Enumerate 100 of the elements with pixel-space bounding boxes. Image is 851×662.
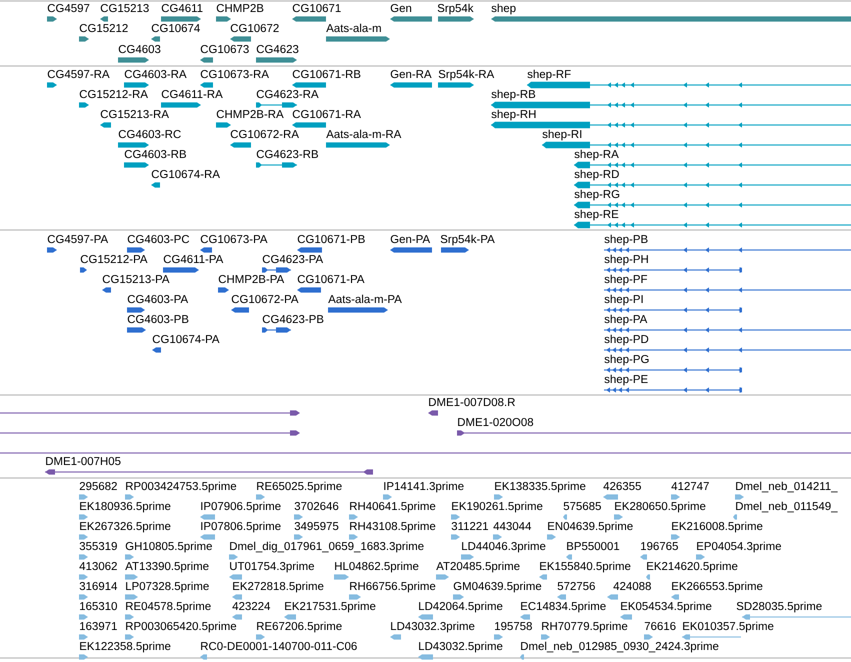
transcript-label: CG10672-RA [230,130,299,138]
est-label: BP550001 [567,542,620,550]
protein-label: shep-PE [604,374,648,386]
transcript-label: CG10673-RA [200,70,269,78]
est-label: RH66756.5prime [350,582,436,592]
gene-label: CG4611 [162,4,202,12]
transcript-label: CHMP2B-RA [216,110,284,118]
est-label: 423224 [232,602,270,610]
transcript-label: shep-RG [574,190,620,200]
transcript-label: shep-RE [574,210,618,220]
gene-label: CG10672 [230,24,279,32]
est-label: LD42064.5prime [419,602,502,612]
est-label: Dmel_neb_012985_0930_2424.3prime [521,642,718,652]
protein-label: shep-PA [604,314,648,326]
protein-label: shep-PI [604,294,643,306]
protein-label: shep-PF [604,274,648,286]
est-label: EK010357.5prime [683,622,774,632]
est-label: GH10805.5prime [126,542,212,552]
protein-label: CG4597-PA [48,235,108,244]
transcript-label: shep-RB [492,90,536,100]
transcript-label: CG4623-RA [256,90,319,98]
protein-label: CG15213-PA [102,275,170,284]
est-label: 163971 [80,622,117,630]
gene-label: shep [492,4,516,14]
transcript-label: CG4623-RB [256,150,318,158]
est-label: EK138335.5prime [495,482,586,492]
est-label: 413062 [79,562,117,570]
est-label: Dmel_neb_011549_ [736,502,838,512]
transcript-label: CG10671-RB [292,70,360,78]
est-label: 424088 [613,582,651,590]
est-label: EK214620.5prime [647,562,738,572]
est-label: Dmel_dig_017961_0659_1683.3prime [230,542,424,552]
est-label: GM04639.5prime [454,582,542,592]
est-label: EN04639.5prime [548,522,633,532]
est-label: 295682 [80,482,117,490]
transcript-label: CG10674-RA [152,170,220,178]
est-label: 316914 [80,582,118,590]
protein-label: CG4603-PC [128,235,190,244]
est-label: EK155840.5prime [540,562,630,572]
gene-label: CG15212 [80,24,128,32]
gene-label: CG4597 [48,4,90,12]
clone-label: DME1-007H05 [46,457,120,466]
est-label: RH43108.5prime [350,522,436,532]
gene-label: Aats-ala-m [326,24,381,32]
gene-label: CG10673 [200,45,249,54]
protein-label: CG15212-PA [80,255,148,264]
est-label: HL04862.5prime [335,562,418,572]
transcript-label: shep-RI [542,130,582,140]
transcript-label: Aats-ala-m-RA [326,130,402,138]
clone-label: DME1-020O08 [458,418,534,426]
est-label: Dmel_neb_014211_ [736,482,838,492]
est-label: RC0-DE0001-140700-011-C06 [201,642,357,650]
gene-label: CG4623 [256,45,298,54]
protein-label: CG10673-PA [200,235,268,244]
est-label: EK216008.5prime [672,522,762,532]
est-label: 426355 [603,482,641,490]
protein-label: CG4603-PA [128,295,188,304]
gene-label: CHMP2B [216,4,264,12]
est-label: 76616 [644,622,676,630]
est-label: UT01754.3prime [230,562,314,572]
est-label: 355319 [80,542,117,550]
transcript-label: CG15213-RA [100,110,169,118]
transcript-label: CG4603-RA [124,70,187,78]
transcript-label: Srp54k-RA [438,70,494,80]
est-label: EK266553.5prime [672,582,762,592]
est-label: AT13390.5prime [125,562,209,572]
est-label: 196765 [641,542,678,550]
est-label: 572756 [558,582,595,590]
est-label: IP07806.5prime [201,522,281,532]
est-label: 575685 [564,502,601,510]
protein-label: shep-PH [604,254,648,266]
transcript-label: CG4611-RA [162,90,223,98]
gene-label: CG10671 [292,4,341,12]
est-label: RP003424753.5prime [126,482,236,492]
gene-label: CG15213 [100,4,149,12]
protein-label: CG4603-PB [128,315,188,324]
est-label: EK217531.5prime [285,602,376,612]
transcript-label: CG4597-RA [48,70,110,78]
est-label: EK280650.5prime [615,502,706,512]
est-label: RH70779.5prime [542,622,628,632]
protein-label: shep-PB [604,234,648,246]
est-label: RE65025.5prime [257,482,342,492]
transcript-label: CG15212-RA [80,90,148,98]
est-label: RE04578.5prime [126,602,211,612]
transcript-label: CG10671-RA [292,110,361,118]
protein-label: CG4611-PA [164,255,224,264]
protein-label: shep-PD [604,334,648,346]
protein-label: shep-PG [604,354,649,366]
est-label: EK190261.5prime [452,502,542,512]
gene-label: CG10674 [152,24,200,32]
transcript-label: shep-RD [574,170,619,180]
protein-label: Aats-ala-m-PA [328,294,402,304]
transcript-label: shep-RF [528,70,571,80]
est-label: RE67206.5prime [257,622,342,632]
est-label: EK122358.5prime [80,642,170,652]
protein-label: CG4623-PA [262,255,324,264]
est-label: EP04054.3prime [697,542,782,552]
est-label: 443044 [493,522,532,530]
est-label: SD28035.5prime [736,602,822,612]
est-label: LD43032.3prime [391,622,474,632]
